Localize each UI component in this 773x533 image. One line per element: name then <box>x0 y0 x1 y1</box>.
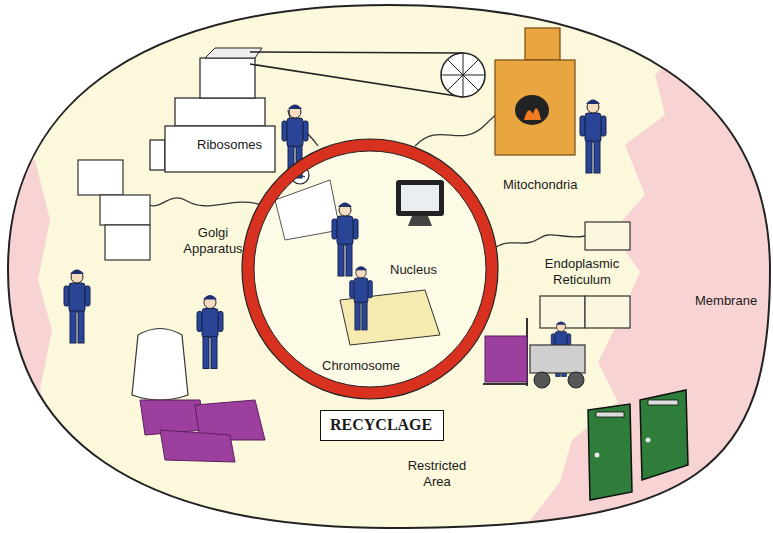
belt <box>250 64 463 97</box>
machine-part <box>175 98 265 126</box>
door-knob <box>595 453 600 458</box>
er-area <box>483 222 630 388</box>
nucleus-interior <box>246 143 494 395</box>
nucleus-worker <box>332 203 358 277</box>
protein-box <box>100 195 150 225</box>
machine-part <box>200 58 255 98</box>
forklift-fork <box>483 383 527 385</box>
door-knob <box>646 438 651 443</box>
organelle-label: Endoplasmic Reticulum <box>538 256 626 288</box>
golgi-worker <box>197 295 223 369</box>
machine-face <box>165 126 275 172</box>
wire <box>492 235 585 250</box>
membrane-line <box>8 5 770 528</box>
organelle-label: Golgi Apparatus <box>178 225 248 257</box>
nucleus-worker <box>350 266 373 330</box>
furnace-mouth <box>515 95 549 125</box>
door <box>588 404 632 500</box>
door <box>640 390 688 480</box>
organelle-label: Mitochondria <box>503 177 577 193</box>
nucleus-envelope: NucleusChromosome <box>240 138 500 400</box>
machine-top <box>205 48 262 58</box>
protein-box <box>78 160 123 195</box>
door-sign <box>596 412 624 417</box>
wheel <box>441 53 485 97</box>
nuclear-envelope-edge <box>254 151 486 387</box>
flame <box>524 108 541 120</box>
cell-membrane-outline <box>8 5 770 528</box>
sign-box: RECYCLAGE <box>320 410 444 441</box>
nucleoplasm <box>246 143 494 395</box>
er-box <box>585 296 630 328</box>
membrane-label: Membrane <box>695 293 757 309</box>
nuclear-envelope-ring <box>248 145 492 393</box>
mitochondria-furnace <box>495 28 606 173</box>
furnace-worker <box>580 100 606 174</box>
wire <box>415 112 505 146</box>
golgi-area <box>64 160 265 462</box>
cargo-box <box>485 336 527 382</box>
monitor <box>396 180 444 216</box>
sign-text: RECYCLAGE <box>330 415 432 435</box>
door-sign <box>648 400 678 405</box>
machine-part <box>150 140 165 170</box>
wire <box>150 198 262 206</box>
golgi-worker <box>64 270 90 344</box>
belt <box>250 52 463 53</box>
belt-drive <box>250 52 485 97</box>
cytoplasm-cream <box>0 0 700 533</box>
chimney <box>525 28 560 60</box>
forklift-wheel <box>568 372 584 388</box>
membrane-doors <box>588 390 688 500</box>
nucleus-label: Nucleus <box>390 262 437 278</box>
nuclear-envelope-edge <box>242 139 498 399</box>
forklift-wheel <box>534 372 550 388</box>
er-box <box>585 222 630 250</box>
organelle-label: Restricted Area <box>402 458 472 490</box>
protein-box <box>105 225 150 260</box>
furnace <box>495 60 575 155</box>
wheel-spokes <box>441 53 485 97</box>
vesicle-bag <box>160 430 235 462</box>
cell-membrane: NucleusChromosomeRECYCLAGE Membrane <box>8 5 770 528</box>
organelle-label: Ribosomes <box>197 137 262 153</box>
monitor-stand <box>408 216 432 226</box>
forklift <box>530 345 585 373</box>
sack <box>132 329 188 401</box>
monitor-screen <box>401 185 439 211</box>
nucleus-label: Chromosome <box>322 358 400 374</box>
ribosome-machine <box>150 48 308 178</box>
cytoplasm-pink-left <box>0 150 60 470</box>
